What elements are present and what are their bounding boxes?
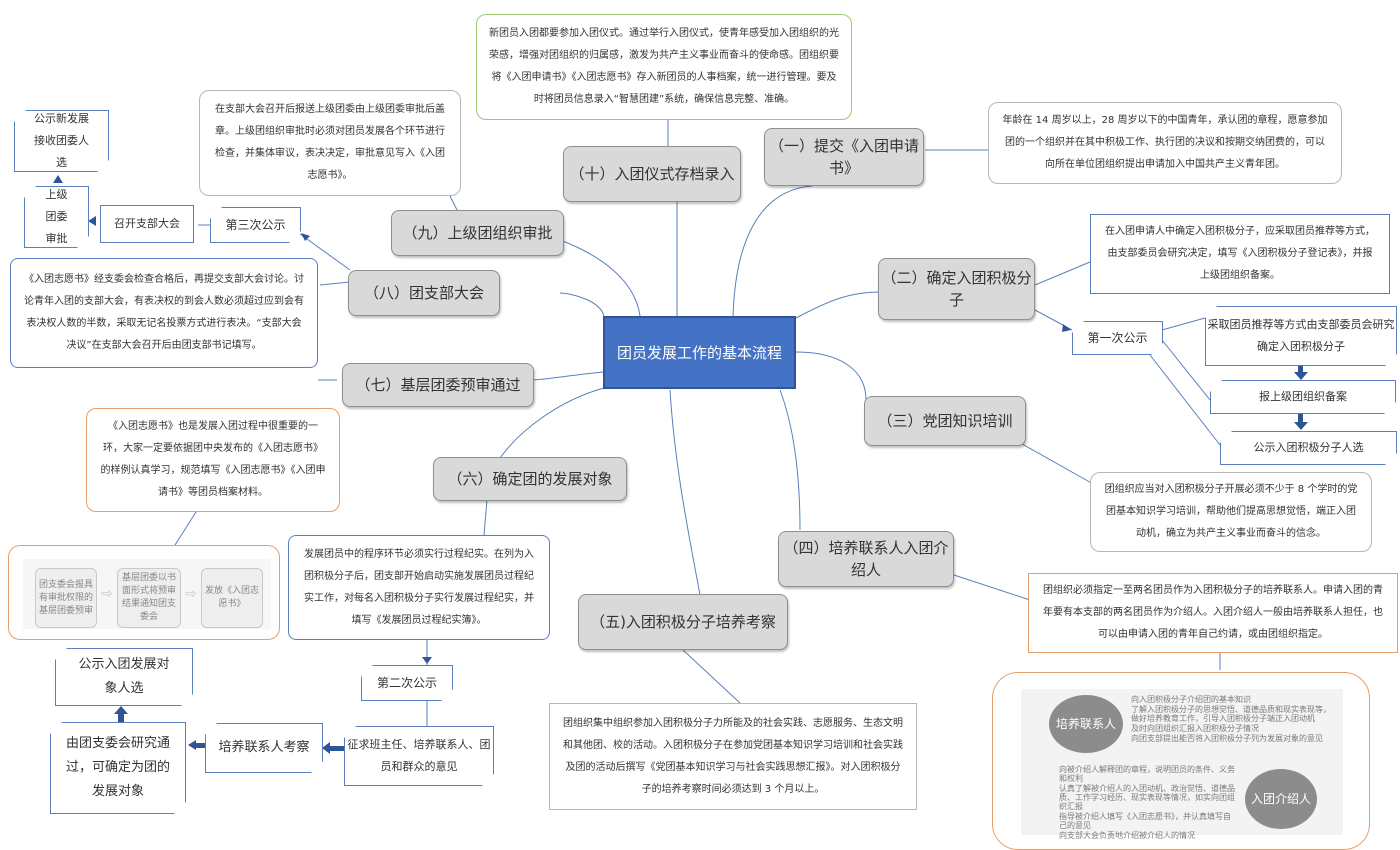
introducer-duty-item: 向被介绍人解释团的章程，说明团员的条件、义务和权利 [1059,765,1235,783]
introducer-duty-list: 向被介绍人解释团的章程，说明团员的条件、义务和权利 认真了解被介绍人的入团动机、… [1059,765,1237,841]
second-step-committee-decision: 由团支委会研究通过，可确定为团的发展对象 [50,722,186,814]
flow-box-issue-form: 发放《入团志愿书》 [201,568,263,628]
step-10-archive: （十）入团仪式存档录入 [563,146,741,202]
note-step-1: 年龄在 14 周岁以上，28 周岁以下的中国青年，承认团的章程，愿意参加团的一个… [988,102,1342,184]
note-step-3: 团组织应当对入团积极分子开展必须不少于 8 个学时的党团基本知识学习培训，帮助他… [1090,472,1372,552]
note-step-7: 《入团志愿书》也是发展入团过程中很重要的一环，大家一定要依据团中央发布的《入团志… [86,408,340,512]
first-step-recommend: 采取团员推荐等方式由支部委员会研究确定入团积极分子 [1205,306,1397,366]
note-step-5: 团组织集中组织参加入团积极分子力所能及的社会实践、志愿服务、生态文明和其他团、校… [549,703,917,810]
second-publicity: 第二次公示 [361,665,453,701]
contact-duty-item: 了解入团积极分子的思想觉悟、道德品质和现实表现等，做好培养教育工作，引导入团积极… [1131,705,1331,723]
contact-duty-item: 向入团积极分子介绍团的基本知识 [1131,695,1251,704]
pre-review-flow-panel: 团支委会报具有审批权限的基层团委预审 ⇨ 基层团委以书面形式将预审结果通知团支委… [8,545,280,640]
flow-box-notify: 基层团委以书面形式将预审结果通知团支委会 [117,568,181,628]
step-9-approval: （九）上级团组织审批 [391,210,564,256]
step-6-development-target: （六）确定团的发展对象 [433,457,627,501]
third-step-meeting: 召开支部大会 [100,205,194,243]
flow-arrow-icon: ⇨ [101,586,113,602]
step-5-cultivation: （五)入团积极分子培养考察 [578,594,788,650]
third-step-announce: 公示新发展接收团委人选 [14,110,109,172]
step-3-training: （三）党团知识培训 [864,396,1026,446]
second-step-contact-review: 培养联系人考察 [205,723,323,773]
second-step-announce: 公示入团发展对象人选 [55,648,193,706]
note-step-8: 《入团志愿书》经支委会检查合格后，再提交支部大会讨论。讨论青年入团的支部大会，有… [10,258,318,368]
step-4-introducer: （四）培养联系人入团介绍人 [778,531,954,587]
center-topic: 团员发展工作的基本流程 [603,316,796,389]
third-publicity: 第三次公示 [210,207,301,243]
note-step-9: 在支部大会召开后报送上级团委由上级团委审批后盖章。上级团组织审批时必须对团员发展… [199,90,461,196]
step-8-branch-meeting: （八）团支部大会 [348,270,500,316]
introducer-duty-item: 向支部大会负责地介绍被介绍人的情况 [1059,831,1195,840]
first-step-filing: 报上级团组织备案 [1210,380,1396,414]
contact-duty-list: 向入团积极分子介绍团的基本知识 了解入团积极分子的思想觉悟、道德品质和现实表现等… [1131,695,1331,744]
third-step-approval: 上级团委审批 [24,186,89,248]
contact-circle: 培养联系人 [1049,695,1123,753]
flow-box-report: 团支委会报具有审批权限的基层团委预审 [35,568,97,628]
note-step-4: 团组织必须指定一至两名团员作为入团积极分子的培养联系人。申请入团的青年要有本支部… [1028,573,1398,653]
step-1-submit-application: （一）提交《入团申请书》 [764,128,924,186]
introducer-duty-item: 指导被介绍人填写《入团志愿书》，并认真填写自己的意见 [1059,812,1231,830]
second-step-opinions: 征求班主任、培养联系人、团员和群众的意见 [344,726,494,786]
roles-panel: 培养联系人 向入团积极分子介绍团的基本知识 了解入团积极分子的思想觉悟、道德品质… [992,672,1370,850]
step-7-pre-review: （七）基层团委预审通过 [342,363,534,407]
introducer-duty-item: 认真了解被介绍人的入团动机、政治觉悟、道德品质、工作学习经历、现实表现等情况，如… [1059,784,1235,811]
note-step-6: 发展团员中的程序环节必须实行过程纪实。在列为入团积极分子后，团支部开始启动实施发… [288,535,550,640]
contact-duty-item: 及时向团组织汇报入团积极分子情况 [1131,724,1259,733]
note-step-2: 在入团申请人中确定入团积极分子，应采取团员推荐等方式，由支部委员会研究决定，填写… [1090,214,1390,294]
contact-duty-item: 向团支部提出能否将入团积极分子列为发展对象的意见 [1131,734,1323,743]
note-step-10: 新团员入团都要参加入团仪式。通过举行入团仪式，使青年感受加入团组织的光荣感，增强… [476,14,852,120]
first-publicity: 第一次公示 [1072,321,1163,355]
step-2-confirm-activist: （二）确定入团积极分子 [878,258,1035,320]
first-step-announce: 公示入团积极分子人选 [1220,431,1397,465]
introducer-circle: 入团介绍人 [1245,769,1317,829]
flow-arrow-icon: ⇨ [185,586,197,602]
